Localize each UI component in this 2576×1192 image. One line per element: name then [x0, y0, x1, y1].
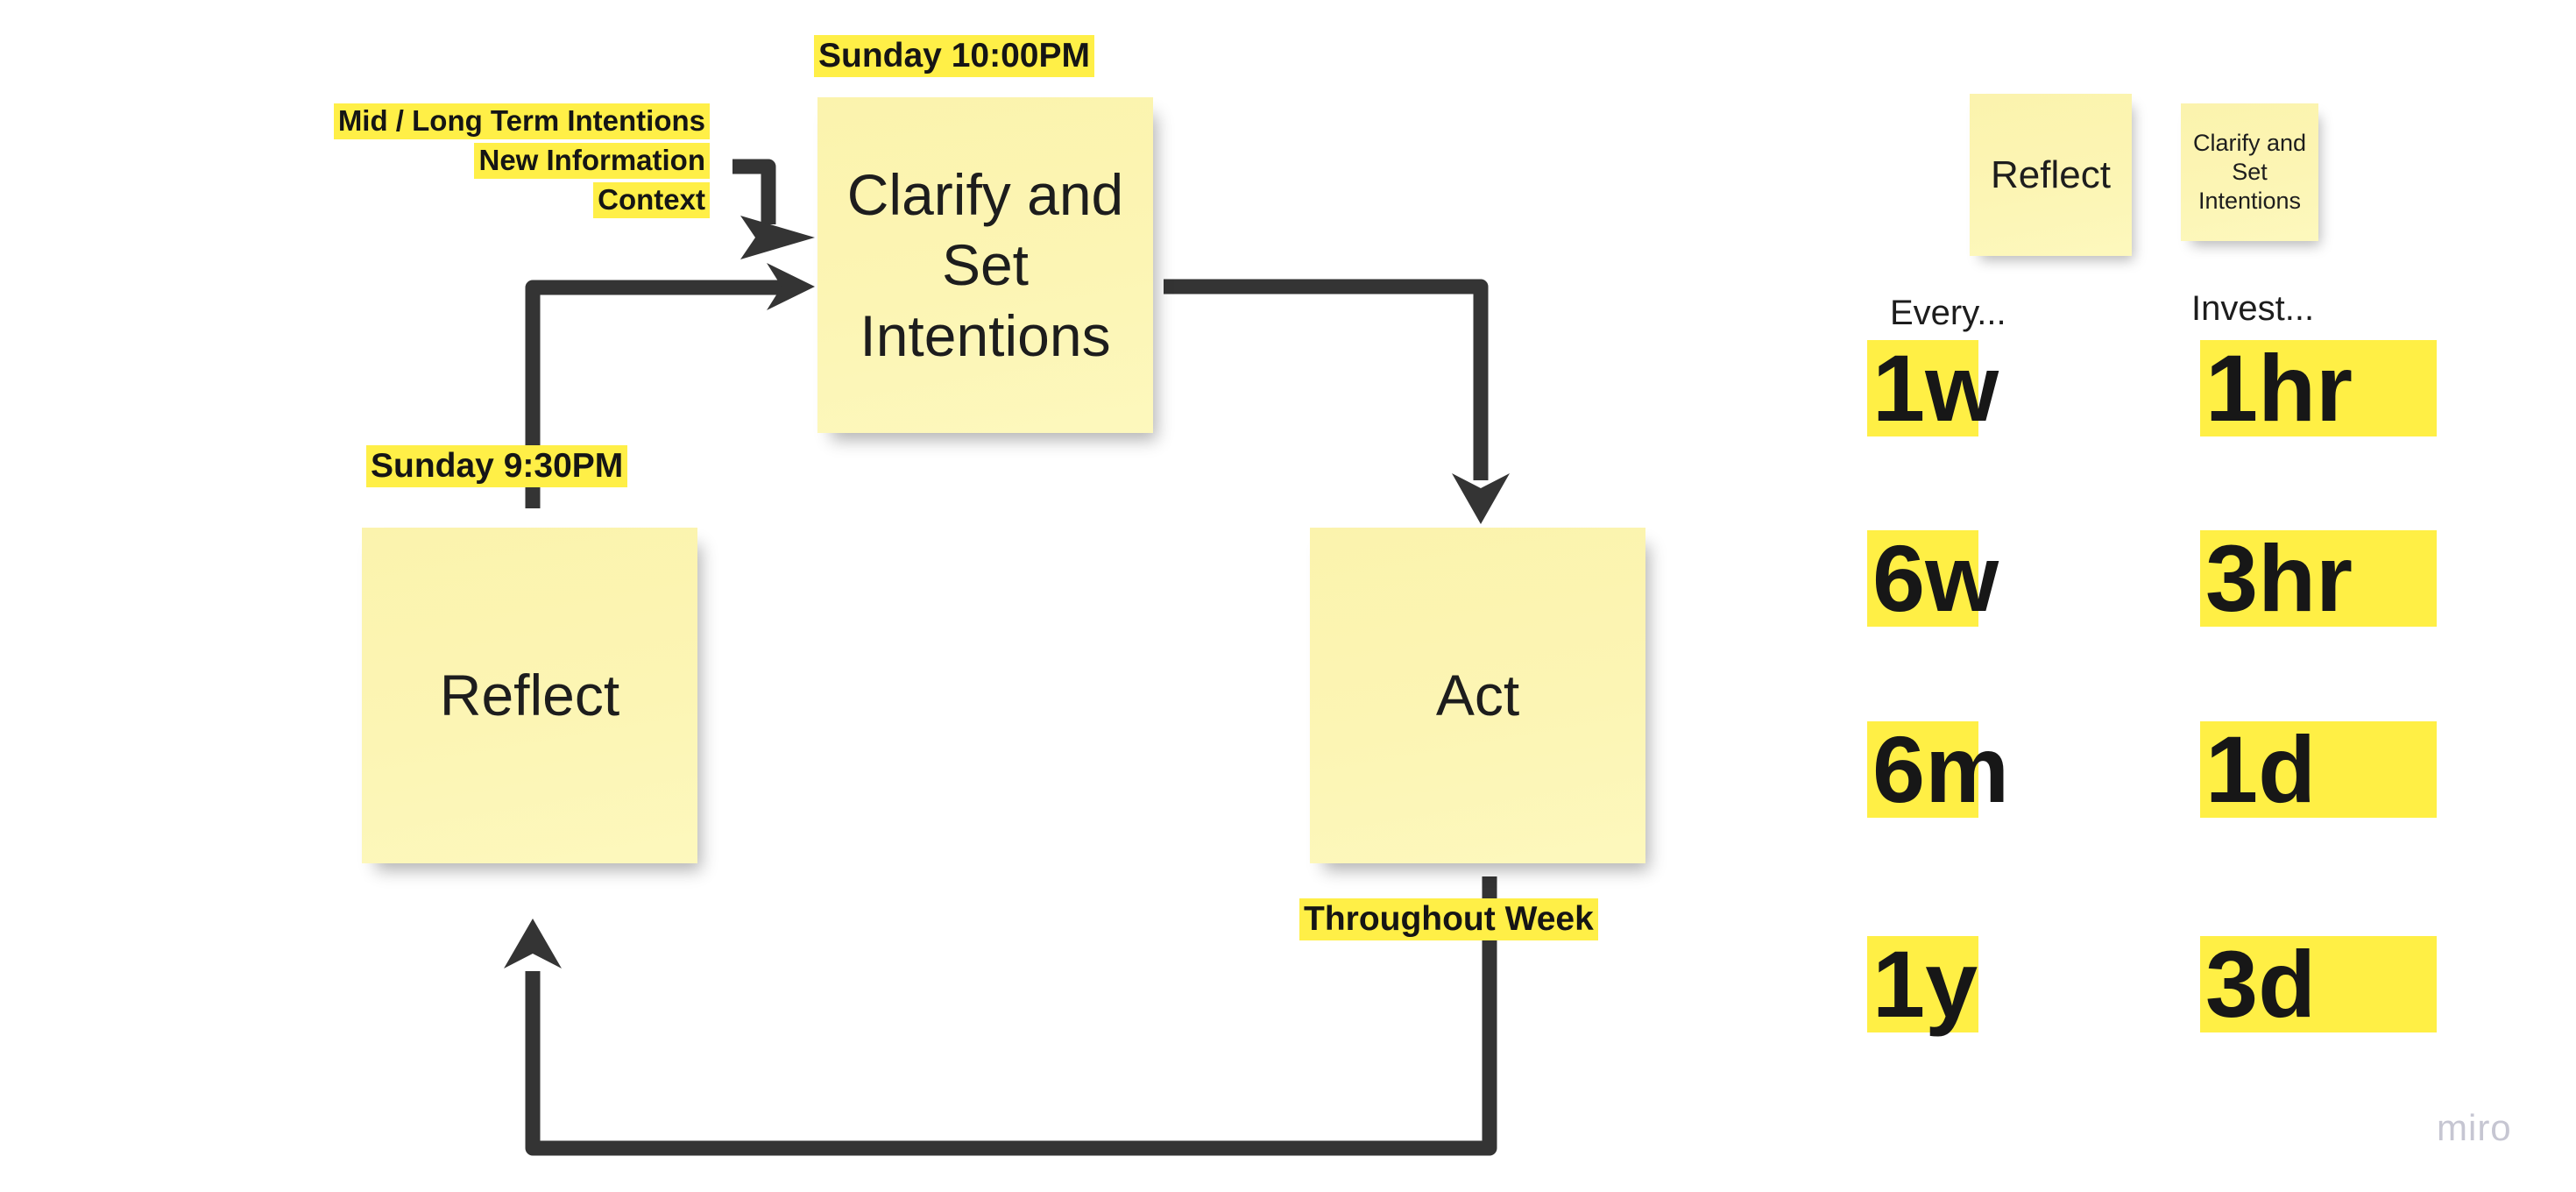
- legend-chip-invest-1d[interactable]: 1d: [2200, 721, 2437, 818]
- legend-chip-invest-1hr[interactable]: 1hr: [2200, 340, 2437, 436]
- legend-chip-every-6w[interactable]: 6w: [1867, 530, 1999, 627]
- arrowhead-act-to-reflect: [504, 919, 562, 968]
- sticky-note-act-text: Act: [1435, 663, 1520, 728]
- legend-chip-invest-3d-value: 3d: [2205, 931, 2317, 1038]
- connector-reflect-to-clarify: [525, 280, 784, 508]
- sticky-note-act[interactable]: Act: [1310, 528, 1645, 863]
- sticky-note-reflect[interactable]: Reflect: [362, 528, 697, 863]
- inputs-label-stack: Mid / Long Term Intentions New Informati…: [203, 103, 710, 222]
- input-label-context: Context: [593, 181, 710, 218]
- legend-header-invest: Invest...: [2191, 289, 2315, 328]
- legend-chip-invest-3hr-value: 3hr: [2205, 525, 2353, 632]
- sticky-note-clarify-text: Clarify and Set Intentions: [846, 161, 1124, 368]
- time-label-clarify: Sunday 10:00PM: [814, 35, 1094, 78]
- miro-watermark: miro: [2437, 1107, 2512, 1148]
- input-label-new-information: New Information: [474, 142, 710, 179]
- legend-chip-every-1y[interactable]: 1y: [1867, 936, 1978, 1032]
- input-label-mid-long-term-intentions: Mid / Long Term Intentions: [333, 103, 710, 139]
- arrowhead-clarify-to-act: [1452, 473, 1510, 524]
- legend-chip-invest-3d[interactable]: 3d: [2200, 936, 2437, 1032]
- connector-clarify-to-act: [1164, 279, 1489, 480]
- legend-chip-every-6m-value: 6m: [1872, 716, 2010, 823]
- sticky-note-reflect-text: Reflect: [439, 663, 620, 728]
- legend-sticky-note-reflect[interactable]: Reflect: [1970, 94, 2132, 256]
- legend-chip-every-6w-value: 6w: [1872, 525, 1999, 632]
- legend-chip-every-1y-value: 1y: [1872, 931, 1978, 1038]
- sticky-note-clarify-and-set-intentions[interactable]: Clarify and Set Intentions: [817, 97, 1153, 433]
- legend-sticky-note-clarify[interactable]: Clarify and Set Intentions: [2181, 103, 2318, 241]
- legend-chip-invest-1hr-value: 1hr: [2205, 335, 2353, 442]
- arrowhead-reflect-to-clarify: [767, 263, 815, 310]
- legend-chip-invest-1d-value: 1d: [2205, 716, 2317, 823]
- arrowheads: [504, 216, 1510, 968]
- connector-act-to-reflect: [525, 876, 1497, 1156]
- time-label-act: Throughout Week: [1299, 898, 1598, 941]
- legend-sticky-note-clarify-text: Clarify and Set Intentions: [2192, 130, 2307, 214]
- legend-header-every: Every...: [1890, 294, 2006, 332]
- arrowhead-inputs-to-clarify: [740, 216, 815, 259]
- time-label-reflect: Sunday 9:30PM: [366, 445, 628, 488]
- legend-chip-every-1w-value: 1w: [1872, 335, 1999, 442]
- legend-chip-every-1w[interactable]: 1w: [1867, 340, 1999, 436]
- legend-sticky-note-reflect-text: Reflect: [1991, 153, 2111, 196]
- legend-chip-every-6m[interactable]: 6m: [1867, 721, 2009, 818]
- legend-chip-invest-3hr[interactable]: 3hr: [2200, 530, 2437, 627]
- connector-inputs-to-clarify: [732, 159, 776, 224]
